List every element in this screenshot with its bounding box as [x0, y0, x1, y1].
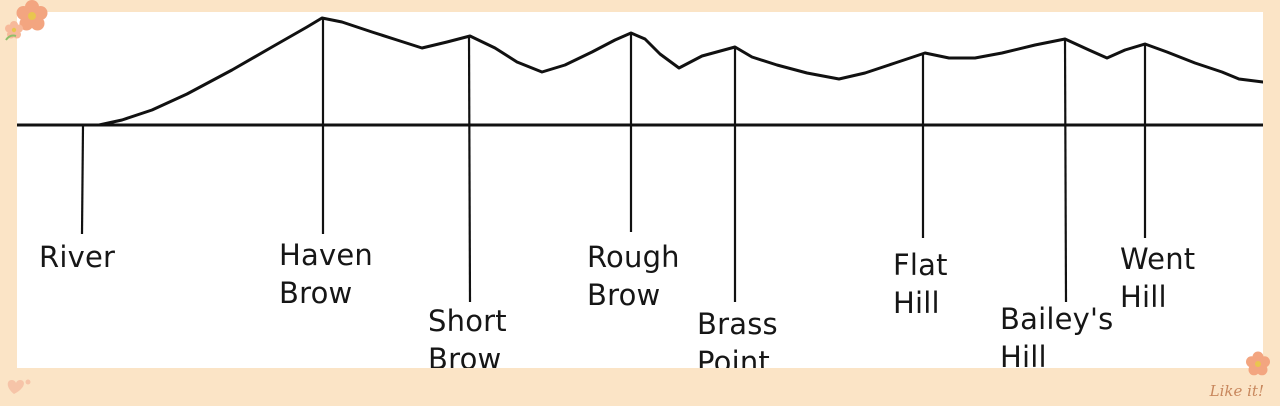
label-baileys-hill: Bailey's Hill [1000, 302, 1114, 368]
flower-icon [5, 0, 48, 41]
label-river: River [39, 240, 116, 274]
profile-diagram [17, 16, 1263, 303]
hill-profile-line [97, 16, 1263, 127]
label-short-brow: Short Brow [428, 304, 507, 368]
label-haven-brow: Haven Brow [279, 238, 373, 310]
label-brass-point: Brass Point [697, 307, 778, 368]
leader-river [80, 124, 85, 235]
label-went-hill: Went Hill [1120, 242, 1196, 314]
watermark-signature: Like it! [1209, 382, 1264, 400]
leader-short-brow [467, 35, 472, 303]
label-flat-hill: Flat Hill [893, 248, 948, 320]
heart-icon [7, 379, 31, 394]
diagram-frame: River Haven Brow Short Brow Rough Brow B… [17, 12, 1263, 368]
flower-icon [1246, 351, 1270, 376]
label-rough-brow: Rough Brow [587, 240, 680, 312]
leader-baileys-hill [1063, 38, 1068, 303]
